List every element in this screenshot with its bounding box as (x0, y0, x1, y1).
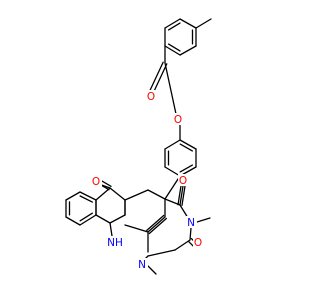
bond-line (152, 63, 168, 95)
bond-layer (65, 18, 212, 275)
bond-line (109, 214, 126, 224)
bond-line (179, 204, 189, 219)
bond-line (124, 224, 149, 233)
atom-label-n3: N (186, 216, 197, 229)
bond-line (195, 18, 212, 29)
nh-label: NH (107, 237, 123, 249)
bond-line (148, 61, 164, 93)
bond-line (95, 214, 111, 224)
atom-label-ester-o-carbonyl: O (146, 90, 157, 103)
bond-line (164, 18, 181, 29)
bond-line (181, 185, 186, 206)
nitrogen-label: N (138, 259, 146, 271)
atom-label-n1: N (137, 258, 148, 271)
bond-line (189, 227, 192, 241)
bond-line (179, 18, 197, 29)
oxygen-label: O (92, 176, 100, 188)
bond-line (179, 164, 193, 173)
nitrogen-label: N (187, 217, 195, 229)
atom-label-indenone-o: O (91, 175, 102, 188)
bond-line (109, 222, 113, 237)
bond-line (147, 249, 176, 257)
bond-line (179, 143, 193, 152)
bond-line (179, 185, 184, 206)
molecule-structure: O O O O N O N NH (65, 18, 212, 275)
bond-line (167, 22, 181, 31)
oxygen-label: O (194, 237, 202, 249)
bond-line (109, 187, 126, 201)
bond-line (164, 62, 177, 115)
atom-label-nh: NH (106, 236, 123, 249)
bond-line (196, 217, 211, 223)
bond-line (79, 191, 97, 201)
bond-line (177, 185, 182, 206)
bond-line (148, 217, 167, 235)
bond-line (179, 139, 197, 150)
bond-line (95, 187, 111, 201)
bond-line (164, 166, 181, 177)
atom-label-c2-o: O (193, 236, 204, 249)
oxygen-label: O (147, 91, 155, 103)
bond-line (124, 189, 149, 201)
bond-line (65, 216, 81, 226)
bond-line (164, 45, 181, 56)
atom-label-c4-o: O (178, 174, 189, 187)
bond-line (179, 45, 197, 56)
oxygen-label: O (174, 114, 182, 126)
bond-line (167, 43, 181, 52)
atom-label-ester-o-link: O (173, 113, 184, 126)
oxygen-label: O (179, 175, 187, 187)
bond-line (79, 214, 97, 226)
bond-line (147, 216, 166, 233)
bond-line (147, 265, 157, 275)
bond-line (65, 191, 81, 201)
bond-line (79, 212, 93, 222)
bond-line (79, 195, 93, 203)
bond-line (147, 189, 166, 200)
bond-line (174, 239, 191, 251)
bond-line (164, 139, 181, 150)
bond-line (164, 175, 181, 200)
bond-line (146, 214, 165, 232)
